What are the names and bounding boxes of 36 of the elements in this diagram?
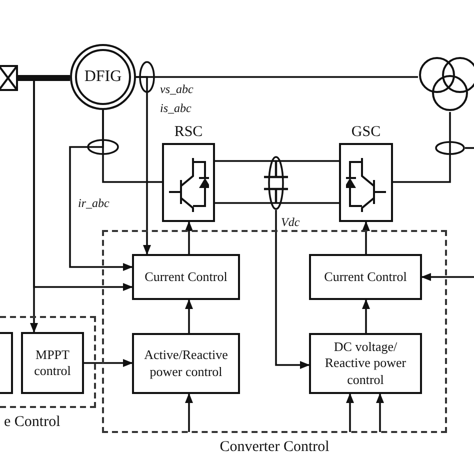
generator-circle	[70, 44, 136, 110]
connector-line	[215, 160, 339, 162]
control-box: Current Control	[132, 254, 240, 300]
gearbox-symbol	[0, 65, 18, 91]
current-sensor-symbol	[435, 141, 465, 155]
connector-line	[393, 112, 451, 183]
arrow	[275, 210, 310, 369]
converter-label: RSC	[174, 123, 203, 142]
converter-label: GSC	[351, 123, 381, 142]
control-box: DC voltage/ Reactive power control	[309, 333, 422, 394]
control-box: Current Control	[309, 254, 422, 300]
arrow	[185, 221, 193, 254]
arrow	[362, 299, 370, 333]
control-box: MPPT control	[21, 332, 84, 394]
arrow	[69, 110, 133, 271]
connector-line	[18, 75, 70, 81]
arrow	[185, 299, 193, 333]
generator-label: DFIG	[84, 68, 122, 86]
arrow	[376, 393, 384, 432]
arrow	[185, 393, 193, 432]
arrow	[84, 359, 133, 367]
connector-line	[465, 147, 474, 149]
signal-label: vs_abc	[160, 82, 194, 97]
arrow	[421, 273, 474, 281]
signal-label: Vdc	[281, 215, 300, 230]
group-title: Converter Control	[220, 439, 330, 456]
transformer-symbol	[418, 56, 474, 112]
signal-label: ir_abc	[78, 196, 110, 211]
arrow	[346, 393, 354, 432]
signal-label: is_abc	[160, 101, 192, 116]
control-box: Active/Reactive power control	[132, 333, 240, 394]
capacitor-symbol	[264, 156, 288, 210]
connector-line	[215, 202, 339, 204]
group-title: e Control	[4, 414, 60, 431]
arrow	[362, 221, 370, 254]
arrow	[136, 76, 151, 255]
